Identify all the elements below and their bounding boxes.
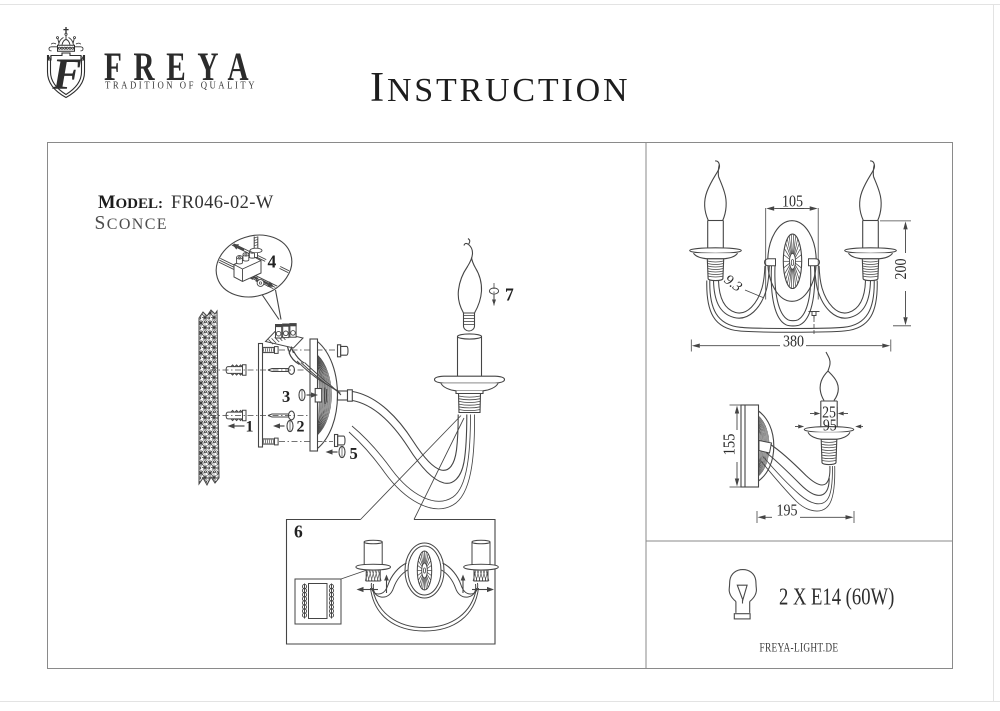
svg-text:1: 1 xyxy=(246,419,254,436)
svg-text:195: 195 xyxy=(776,501,797,519)
svg-text:95: 95 xyxy=(823,416,837,434)
svg-text:2: 2 xyxy=(297,419,305,436)
svg-text:INSTRUCTION: INSTRUCTION xyxy=(370,64,630,111)
svg-text:25: 25 xyxy=(822,403,836,421)
svg-text:F: F xyxy=(51,50,81,99)
svg-text:FREYA: FREYA xyxy=(104,45,260,90)
svg-text:4: 4 xyxy=(268,252,277,272)
svg-text:FREYA-LIGHT.DE: FREYA-LIGHT.DE xyxy=(760,641,839,655)
svg-text:155: 155 xyxy=(721,433,739,455)
svg-text:3: 3 xyxy=(282,387,290,406)
svg-text:2 X E14 (60W): 2 X E14 (60W) xyxy=(779,583,894,610)
svg-text:6: 6 xyxy=(294,522,303,542)
svg-text:MODEL: FR046-02-W: MODEL: FR046-02-W xyxy=(98,193,274,213)
svg-text:380: 380 xyxy=(783,332,804,350)
svg-text:SCONCE: SCONCE xyxy=(95,213,168,234)
svg-text:5: 5 xyxy=(350,444,358,463)
svg-text:105: 105 xyxy=(782,192,803,210)
svg-text:200: 200 xyxy=(892,258,910,279)
svg-text:TRADITION OF QUALITY: TRADITION OF QUALITY xyxy=(105,80,257,92)
svg-text:7: 7 xyxy=(505,285,514,305)
